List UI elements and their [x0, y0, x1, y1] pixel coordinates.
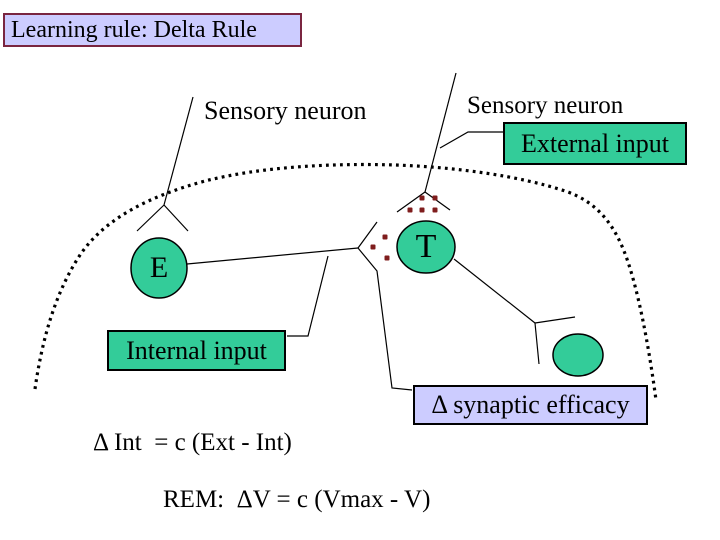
synapse-dot [432, 195, 438, 201]
e-neuron-label: E [149, 251, 169, 284]
e-terminal-upper [357, 221, 378, 249]
synapse-dot [407, 207, 413, 213]
synapse-dot [419, 195, 425, 201]
sensory-left-axon-line [163, 96, 194, 206]
external-input-box: External input [503, 122, 687, 165]
t-neuron-circle [396, 220, 456, 274]
e-axon-line [186, 247, 359, 265]
membrane-dotted-curve [33, 162, 658, 401]
e-terminal-lower-to-box [357, 247, 413, 391]
synapse-dot [432, 207, 438, 213]
t-axon-line [453, 258, 536, 324]
delta-int-formula: Δ Int = c (Ext - Int) [93, 429, 292, 456]
synapse-dot [384, 255, 390, 261]
synaptic-efficacy-box: Δ synaptic efficacy [413, 385, 648, 425]
synapse-dot [382, 234, 388, 240]
t-terminal-lower [534, 322, 540, 365]
sensory-neuron-label-left: Sensory neuron [204, 96, 367, 125]
synapse-dots [370, 195, 438, 261]
rem-formula: REM: ΔV = c (Vmax - V) [163, 486, 431, 513]
e-neuron-circle [130, 237, 188, 299]
internal-input-leader-line [287, 255, 329, 337]
t-terminal-upper [534, 316, 576, 324]
external-input-leader-line [439, 131, 503, 149]
synapse-dot [419, 207, 425, 213]
sensory-left-dendrite-left [136, 204, 165, 232]
sensory-right-axon-line [424, 72, 457, 193]
synapse-dot [370, 244, 376, 250]
sensory-neuron-label-right: Sensory neuron [467, 92, 624, 119]
sensory-right-terminal-left [396, 191, 426, 213]
sensory-right-terminal-right [424, 191, 451, 211]
sensory-left-dendrite-right [163, 204, 189, 232]
t-neuron-label: T [415, 228, 437, 265]
output-neuron-circle [552, 333, 604, 377]
internal-input-box: Internal input [107, 330, 286, 371]
slide-title: Learning rule: Delta Rule [3, 13, 302, 47]
